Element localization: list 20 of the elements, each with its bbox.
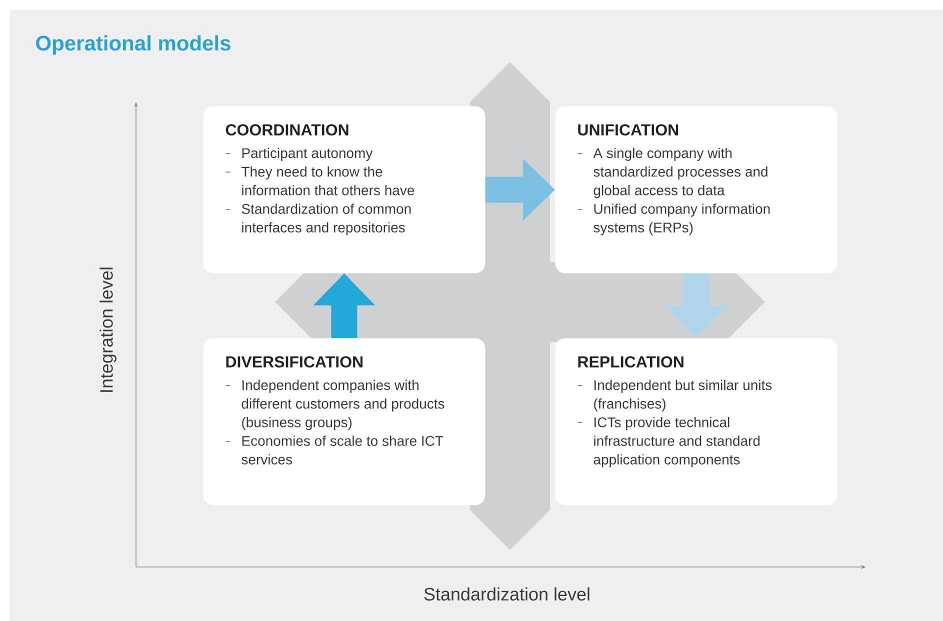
model-box [555, 338, 838, 506]
axis-label: Standardization level [424, 587, 590, 601]
bullet-text: ICTs provide technical infrastructure and standard application components [594, 417, 760, 468]
bullet-text: Independent but similar units (franchises) [594, 380, 772, 412]
title: Operational models [36, 35, 230, 55]
model-box [203, 338, 486, 506]
box-heading: REPLICATION [578, 356, 684, 368]
bullet-text: Unified company information systems (ERPs) [594, 204, 770, 236]
bullet-text: Economies of scale to share ICT services [242, 436, 444, 464]
bullet-text: Participant autonomy [242, 148, 373, 161]
axis-label: Integration level [100, 268, 116, 392]
bullet-text: A single company with standardized processes and global access to data [593, 148, 768, 198]
model-box [555, 106, 838, 274]
bullet-text: They need to know the information that others have [242, 166, 414, 196]
model-box [203, 106, 486, 274]
box-heading: COORDINATION [226, 124, 348, 136]
bullet-text: Independent companies with different customers and products (business groups) [242, 380, 444, 430]
box-heading: DIVERSIFICATION [226, 356, 362, 368]
box-heading: UNIFICATION [578, 124, 678, 136]
bullet-text: Standardization of common interfaces and repositories [242, 204, 411, 236]
